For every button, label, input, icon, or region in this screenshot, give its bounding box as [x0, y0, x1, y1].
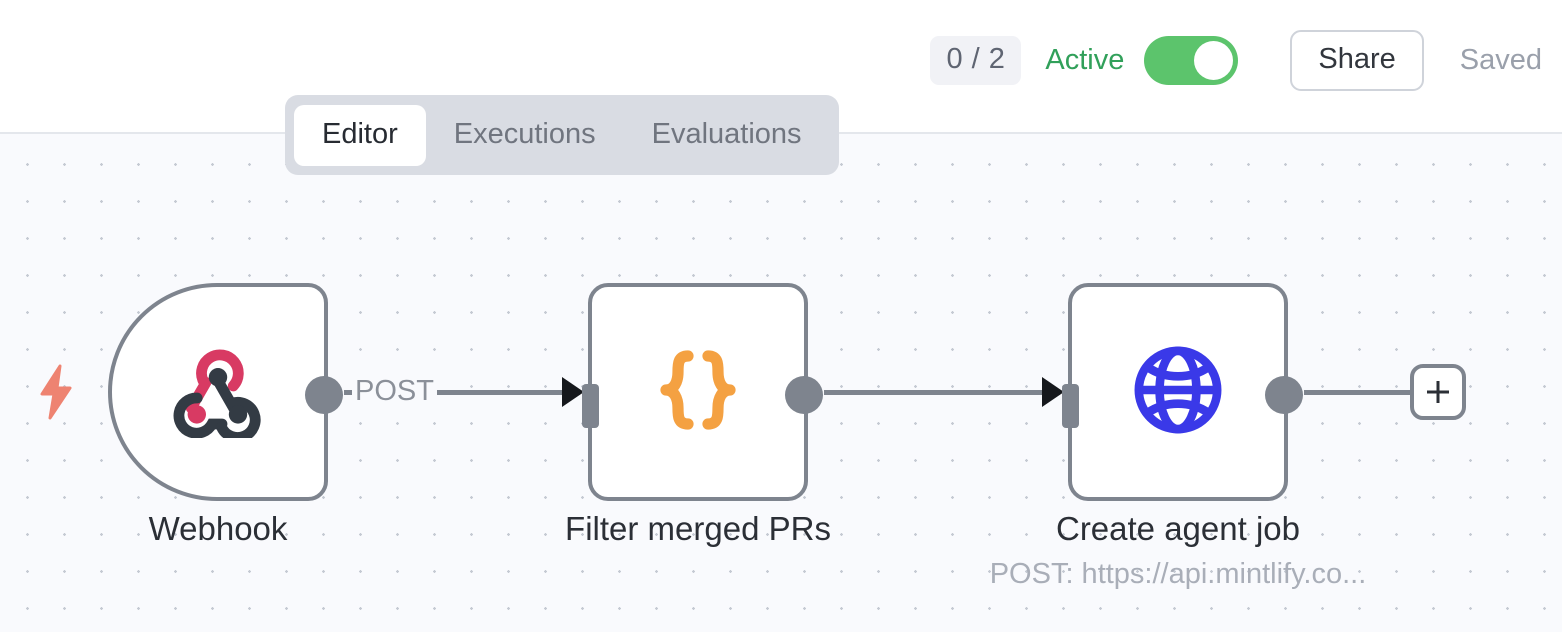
edge-webhook-to-filter[interactable] [344, 390, 580, 395]
edge-arrowhead-filter [562, 377, 584, 407]
node-filter-caption: Filter merged PRs [565, 510, 831, 547]
node-http-caption: Create agent job [1055, 510, 1300, 547]
workflow-canvas[interactable]: Webhook POST Filter merged PRs [0, 134, 1562, 632]
node-webhook-caption: Webhook [148, 510, 288, 547]
tab-evaluations[interactable]: Evaluations [651, 117, 802, 150]
node-create-agent-job[interactable] [1062, 283, 1303, 501]
tab-executions[interactable]: Executions [453, 117, 596, 150]
edge-arrowhead-http [1042, 377, 1064, 407]
node-http-subcaption: POST: https://api.mintlify.co... [989, 558, 1367, 590]
save-status-label: Saved [1459, 43, 1542, 76]
node-filter-output-port[interactable] [785, 376, 823, 414]
webhook-icon [170, 342, 266, 443]
execution-count-badge: 0 / 2 [930, 35, 1022, 85]
node-webhook-body [112, 287, 324, 497]
curly-braces-icon [646, 338, 750, 447]
header-actions: 0 / 2 Active Share Saved [930, 27, 1542, 93]
node-filter-body [592, 287, 804, 497]
workflow-active-label: Active [1045, 43, 1125, 76]
share-button[interactable]: Share [1290, 29, 1424, 91]
edge-label-post: POST [352, 377, 437, 406]
view-tab-bar: Editor Executions Evaluations [285, 95, 839, 175]
node-http-input-port[interactable] [1062, 384, 1079, 428]
tab-editor[interactable]: Editor [294, 104, 426, 166]
edge-filter-to-http[interactable] [824, 390, 1060, 395]
toggle-knob [1194, 40, 1234, 80]
add-node-button[interactable] [1410, 364, 1466, 420]
globe-icon [1131, 343, 1225, 442]
node-http-output-port[interactable] [1265, 376, 1303, 414]
plus-icon [1427, 381, 1449, 403]
workflow-active-toggle[interactable] [1144, 35, 1239, 85]
node-webhook[interactable] [108, 283, 343, 501]
trigger-bolt-icon [36, 364, 76, 425]
node-http-body [1072, 287, 1284, 497]
edge-http-to-add [1304, 390, 1416, 395]
node-filter-merged-prs[interactable] [582, 283, 823, 501]
node-filter-input-port[interactable] [582, 384, 599, 428]
node-webhook-output-port[interactable] [305, 376, 343, 414]
